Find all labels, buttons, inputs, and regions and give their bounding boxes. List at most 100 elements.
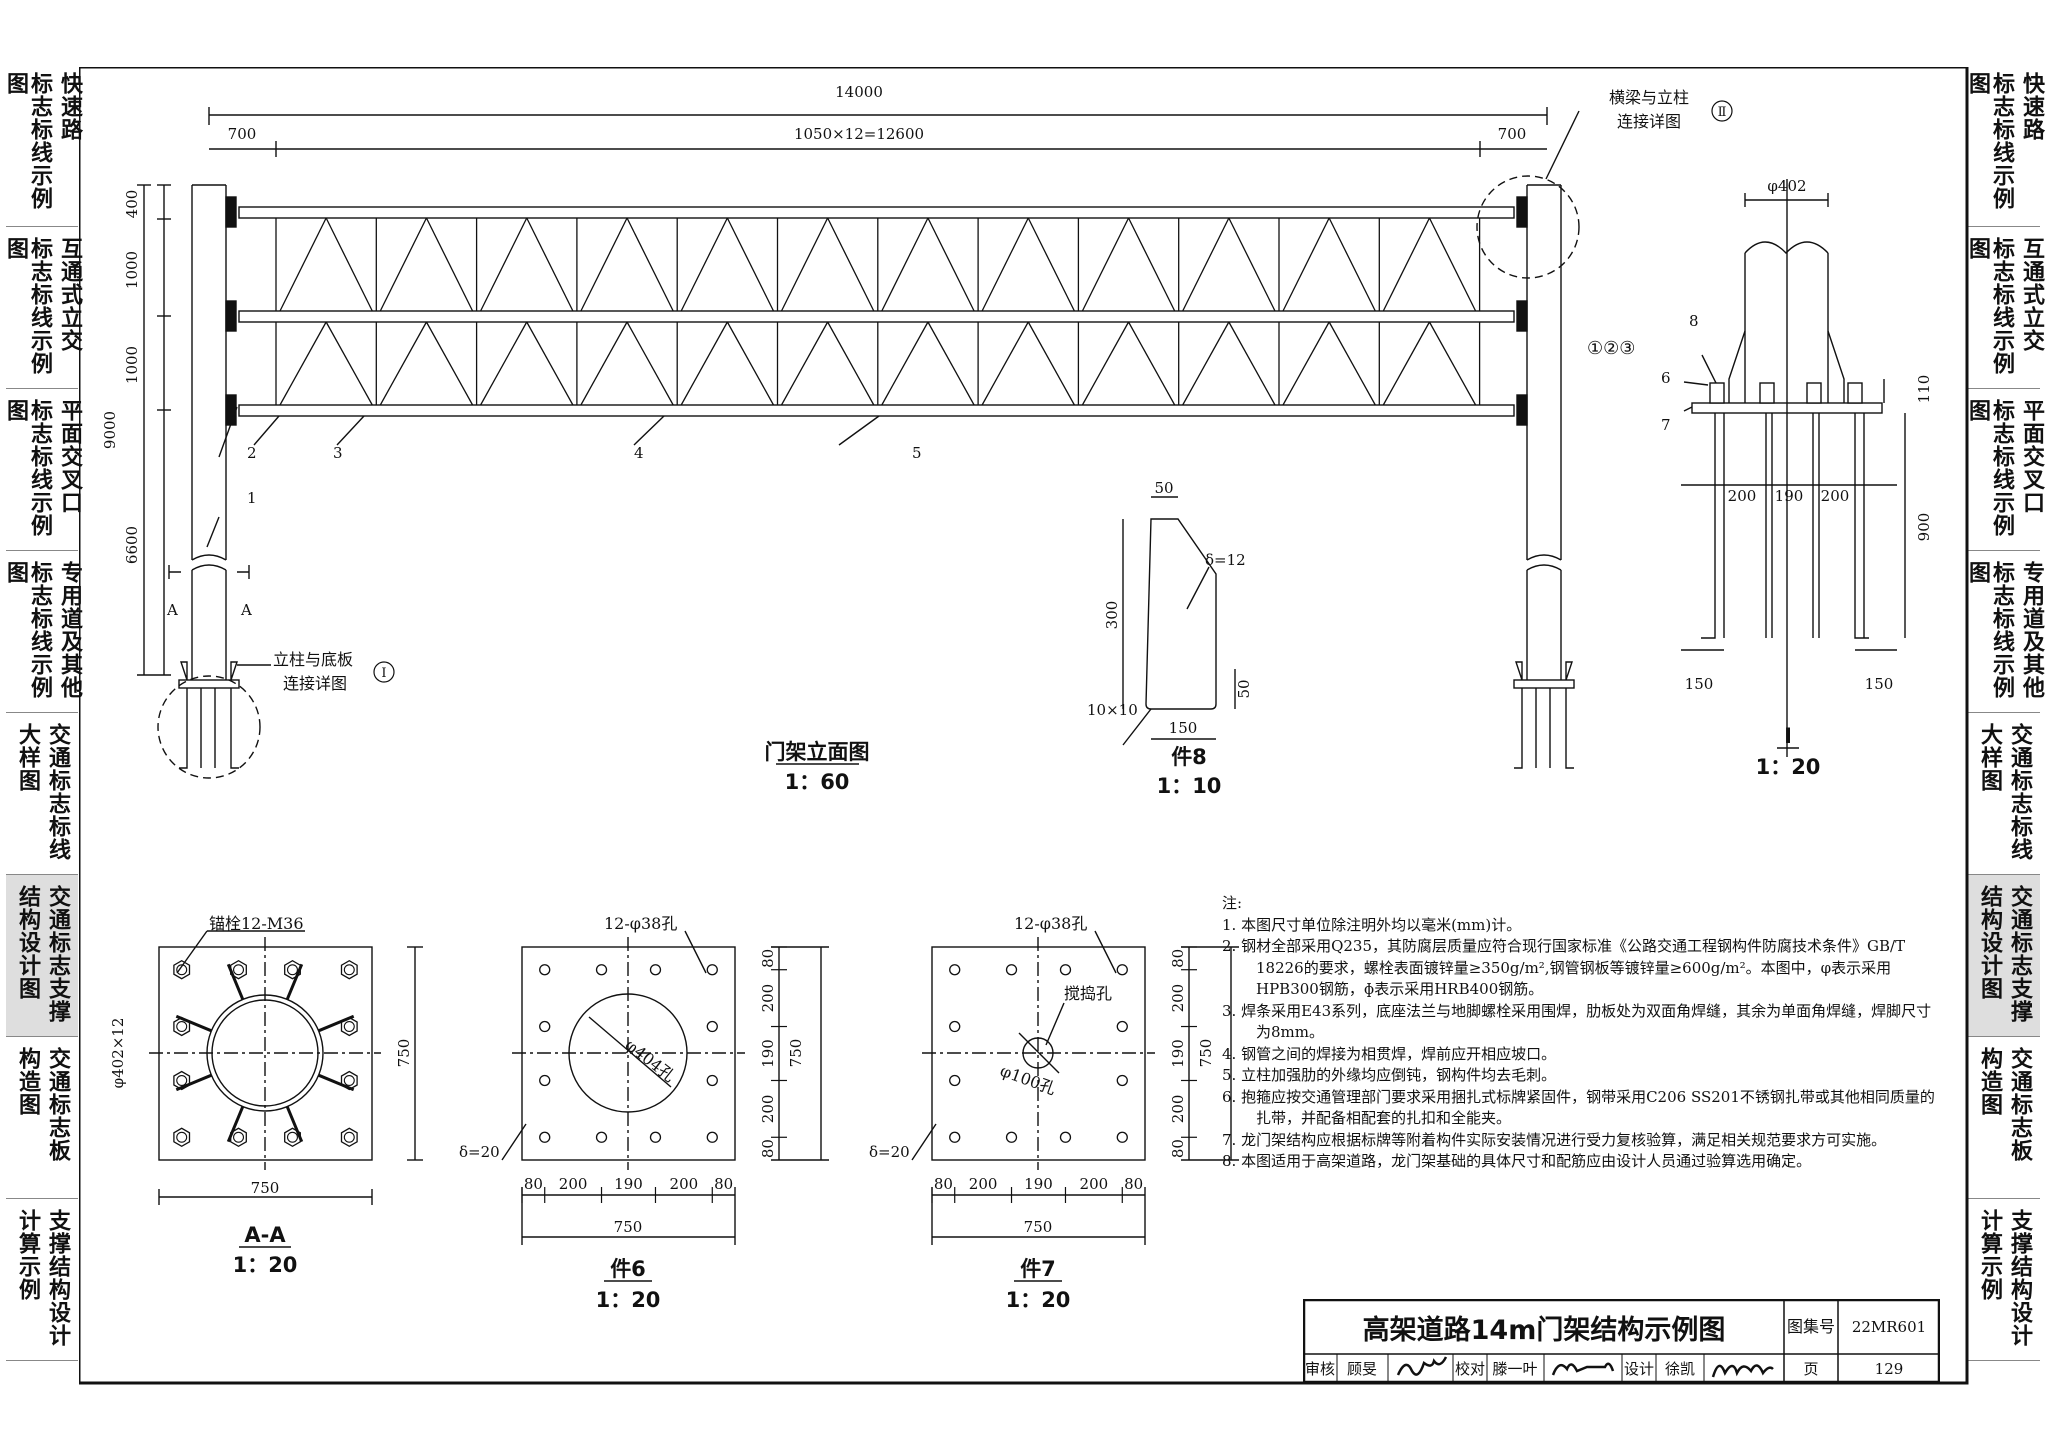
part7-caption: 件7 bbox=[1020, 1257, 1056, 1281]
truss-panel bbox=[1178, 217, 1276, 312]
dim-total: 14000 bbox=[835, 83, 883, 101]
right-tab-1[interactable]: 标志标线示例图快速路 bbox=[1965, 62, 2044, 227]
design-label: 设计 bbox=[1624, 1360, 1654, 1378]
stiffener-rib bbox=[226, 963, 245, 1000]
anchor-bolt bbox=[286, 1131, 298, 1143]
right-tab-7[interactable]: 构造图交通标志板 bbox=[1968, 1037, 2040, 1199]
dim-value: 80 bbox=[1169, 949, 1187, 968]
page-label: 页 bbox=[1803, 1360, 1818, 1378]
detail1-drawing bbox=[1681, 179, 1906, 757]
dim-value: 200 bbox=[969, 1175, 998, 1193]
title-block: 高架道路14m门架结构示例图 图集号 22MR601 审核 顾旻 校对 滕一叶 … bbox=[1303, 1299, 1940, 1383]
detail2-label-line1: 横梁与立柱 bbox=[1609, 88, 1689, 107]
member-label-3: 3 bbox=[333, 444, 343, 462]
part7-drawing bbox=[911, 930, 1239, 1245]
dim-h-1000b: 1000 bbox=[123, 346, 141, 384]
dim-value: 200 bbox=[1080, 1175, 1109, 1193]
detail1-dim-900: 900 bbox=[1915, 513, 1933, 542]
truss-members bbox=[275, 217, 1481, 406]
page-number: 129 bbox=[1875, 1360, 1904, 1378]
aa-scale: 1：20 bbox=[233, 1253, 298, 1277]
dim-h-400: 400 bbox=[123, 190, 141, 219]
right-tab-4[interactable]: 标志标线示例图专用道及其他 bbox=[1965, 551, 2044, 713]
dim-value: 200 bbox=[759, 984, 777, 1013]
right-tab-6-col-2: 交通标志支撑 bbox=[2007, 885, 2032, 1023]
aa-dim-height: 750 bbox=[395, 1039, 413, 1068]
left-tab-7[interactable]: 构造图交通标志板 bbox=[6, 1037, 78, 1199]
design-notes: 注: 1. 本图尺寸单位除注明外均以毫米(mm)计。2. 钢材全部采用Q235，… bbox=[1222, 893, 1942, 1173]
anchor-bolt bbox=[286, 964, 298, 976]
left-tab-2[interactable]: 标志标线示例图互通式立交 bbox=[3, 227, 82, 389]
right-tab-3-col-2: 平面交叉口 bbox=[2019, 399, 2044, 514]
truss-panel bbox=[1077, 217, 1176, 312]
left-tab-4[interactable]: 标志标线示例图专用道及其他 bbox=[3, 551, 82, 713]
left-tab-3-col-1: 标志标线示例图 bbox=[3, 399, 52, 537]
right-tab-2[interactable]: 标志标线示例图互通式立交 bbox=[1965, 227, 2044, 389]
left-tab-3[interactable]: 标志标线示例图平面交叉口 bbox=[3, 389, 82, 551]
detail1-dim-200b: 200 bbox=[1821, 487, 1850, 505]
detail2-label-line2: 连接详图 bbox=[1617, 112, 1681, 131]
bolt-hole bbox=[949, 1074, 961, 1087]
section-aa-bolts bbox=[173, 959, 358, 1148]
part6-drawing bbox=[501, 930, 829, 1245]
dim-value: 200 bbox=[559, 1175, 588, 1193]
truss-panel bbox=[676, 321, 775, 406]
bolt-hole bbox=[706, 1074, 718, 1087]
detail1-dim-150-right: 150 bbox=[1865, 675, 1894, 693]
dim-right: 700 bbox=[1498, 125, 1527, 143]
part6-holes bbox=[539, 964, 718, 1143]
truss-panel bbox=[275, 217, 373, 312]
stiffener-rib bbox=[226, 1106, 245, 1143]
truss-panel bbox=[1278, 217, 1376, 312]
dim-value: 80 bbox=[714, 1175, 733, 1193]
truss-panel bbox=[877, 217, 975, 312]
left-tab-6-col-1: 结构设计图 bbox=[15, 885, 40, 1000]
left-tab-5-col-1: 大样图 bbox=[15, 723, 40, 792]
stiffener-rib bbox=[285, 963, 304, 1000]
right-tab-8[interactable]: 计算示例支撑结构设计 bbox=[1968, 1199, 2040, 1361]
truss-panel bbox=[977, 217, 1075, 312]
truss-panel bbox=[375, 321, 474, 406]
right-tab-7-col-2: 交通标志板 bbox=[2007, 1047, 2032, 1162]
left-tab-6[interactable]: 结构设计图交通标志支撑 bbox=[6, 875, 78, 1037]
left-tab-1[interactable]: 标志标线示例图快速路 bbox=[3, 62, 82, 227]
dim-h-1000a: 1000 bbox=[123, 251, 141, 289]
part6-dim-w: 750 bbox=[614, 1218, 643, 1236]
notes-heading: 注: bbox=[1222, 894, 1243, 912]
truss-panel bbox=[475, 321, 574, 406]
detail2-number-circle bbox=[1711, 100, 1733, 122]
detail1-dim-150-left: 150 bbox=[1685, 675, 1714, 693]
review-name: 顾旻 bbox=[1347, 1360, 1377, 1378]
right-tab-3[interactable]: 标志标线示例图平面交叉口 bbox=[1965, 389, 2044, 551]
left-tab-1-col-1: 标志标线示例图 bbox=[3, 72, 52, 210]
bolt-hole bbox=[1116, 964, 1128, 976]
left-tab-7-col-1: 构造图 bbox=[15, 1047, 40, 1116]
bolt-hole bbox=[1005, 964, 1018, 976]
right-tab-1-col-2: 快速路 bbox=[2019, 72, 2044, 141]
part6-caption: 件6 bbox=[610, 1257, 646, 1281]
dim-value: 190 bbox=[759, 1039, 777, 1068]
left-tab-8[interactable]: 计算示例支撑结构设计 bbox=[6, 1199, 78, 1361]
stiffener-rib bbox=[285, 1106, 304, 1143]
drawing-title: 高架道路14m门架结构示例图 bbox=[1363, 1314, 1726, 1346]
detail1-label-8: 8 bbox=[1689, 312, 1699, 330]
aa-caption: A-A bbox=[244, 1223, 286, 1247]
dim-value: 80 bbox=[1124, 1175, 1143, 1193]
part8-dim-top: 50 bbox=[1154, 479, 1173, 497]
part7-stir-label: 搅捣孔 bbox=[1064, 984, 1112, 1003]
note-item: 1. 本图尺寸单位除注明外均以毫米(mm)计。 bbox=[1222, 915, 1522, 934]
detail1-dim-110: 110 bbox=[1915, 375, 1933, 404]
dim-h-6600: 6600 bbox=[123, 526, 141, 564]
truss-panel bbox=[776, 217, 875, 312]
detail2-number: Ⅱ bbox=[1718, 105, 1727, 120]
detail1-dim-200a: 200 bbox=[1728, 487, 1757, 505]
anchor-nut bbox=[284, 1127, 301, 1148]
dim-value: 190 bbox=[1024, 1175, 1053, 1193]
right-tab-5[interactable]: 大样图交通标志标线 bbox=[1968, 713, 2040, 875]
check-label: 校对 bbox=[1455, 1360, 1485, 1378]
part7-center-label: φ100孔 bbox=[998, 1061, 1059, 1099]
left-tab-5[interactable]: 大样图交通标志标线 bbox=[6, 713, 78, 875]
right-tab-6[interactable]: 结构设计图交通标志支撑 bbox=[1968, 875, 2040, 1037]
anchor-nut bbox=[230, 959, 247, 980]
part8-chamfer: 10×10 bbox=[1087, 701, 1138, 719]
